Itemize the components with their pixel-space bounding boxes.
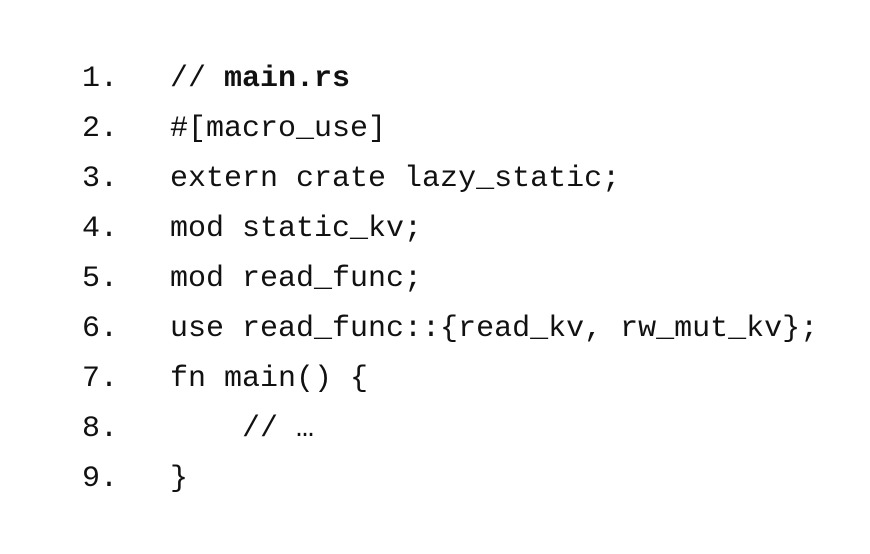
code-line-5: 5. mod read_func; — [10, 204, 422, 296]
code-text: } — [170, 462, 189, 496]
line-number: 9. — [82, 462, 119, 496]
code-line-6: 6. use read_func::{read_kv, rw_mut_kv}; — [10, 254, 818, 346]
code-line-8: 8. // … — [10, 354, 314, 446]
line-number: 4. — [82, 212, 119, 246]
line-number: 3. — [82, 162, 119, 196]
line-number: 5. — [82, 262, 119, 296]
line-number: 7. — [82, 362, 119, 396]
code-line-2: 2. #[macro_use] — [10, 54, 386, 146]
code-line-9: 9.} — [10, 404, 188, 496]
code-line-4: 4. mod static_kv; — [10, 154, 422, 246]
code-text: mod static_kv; — [170, 212, 423, 246]
line-number: 6. — [82, 312, 119, 346]
code-comment: // — [170, 62, 225, 96]
code-line-3: 3. extern crate lazy_static; — [10, 104, 620, 196]
code-listing: 1. // main.rs 2. #[macro_use] 3. extern cra… — [10, 4, 818, 496]
code-text: fn main() { — [170, 362, 369, 396]
code-text: #[macro_use] — [170, 112, 387, 146]
code-line-7: 7. fn main() { — [10, 304, 368, 396]
file-name: main.rs — [224, 62, 351, 96]
code-text: mod read_func; — [170, 262, 423, 296]
code-text: use read_func::{read_kv, rw_mut_kv}; — [170, 312, 819, 346]
line-number: 1. — [82, 62, 119, 96]
code-text: extern crate lazy_static; — [170, 162, 621, 196]
line-number: 8. — [82, 412, 119, 446]
code-line-1: 1. // main.rs — [10, 4, 350, 96]
line-number: 2. — [82, 112, 119, 146]
code-comment: // … — [170, 412, 315, 446]
